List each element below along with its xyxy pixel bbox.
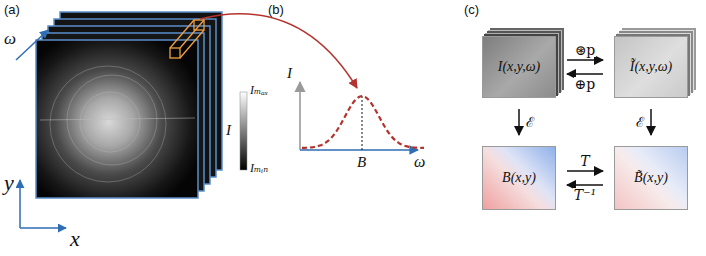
gaussian-curve: [302, 96, 424, 148]
intensity-axis: [299, 82, 301, 150]
axis-label: I: [226, 123, 231, 138]
axis-label: Iₘᵢₙ: [250, 162, 268, 174]
y-axis-arrow: [19, 180, 21, 228]
panel-label: (a): [4, 3, 20, 16]
transform-arrow: [650, 109, 652, 135]
front-frame: [36, 40, 198, 198]
transform-arrow: [567, 59, 603, 61]
box-label: B̃(x,y): [634, 170, 668, 186]
panel-label: (c): [464, 3, 479, 16]
panel-label: (b): [268, 3, 284, 16]
speckle-rings: [40, 66, 195, 182]
transform-arrow: [518, 109, 520, 135]
pixel-to-spectrum-arrow: [200, 14, 357, 88]
operator-label: T⁻¹: [573, 188, 597, 202]
image-box: Ĩ(x,y,ω): [614, 36, 688, 98]
transform-arrow: [567, 184, 603, 186]
frequency-axis: [300, 149, 418, 151]
operator-label: T: [579, 154, 590, 168]
image-box: I(x,y,ω): [482, 36, 556, 98]
operator-label: ⊕p: [574, 77, 597, 91]
axis-label: B: [357, 155, 366, 170]
box-label: B(x,y): [502, 170, 536, 186]
axis-label: x: [70, 228, 80, 250]
peak-marker: [362, 96, 363, 150]
axis-label: I: [287, 66, 292, 81]
box-label: Ĩ(x,y,ω): [630, 59, 673, 75]
axis-label: ω: [4, 30, 16, 47]
axis-label: ω: [414, 154, 425, 170]
axis-label: y: [4, 172, 14, 194]
box-label: I(x,y,ω): [498, 59, 541, 75]
operator-label: ⊛p: [574, 43, 597, 57]
operator-label: ℰ: [635, 115, 645, 129]
image-stack: [36, 12, 222, 198]
transform-arrow: [567, 170, 603, 172]
omega-axis-arrow: [16, 30, 48, 60]
operator-label: ℰ: [525, 115, 535, 129]
x-axis-arrow: [20, 227, 66, 229]
axis-label: Iₘₐₓ: [250, 84, 268, 96]
transform-arrow: [567, 73, 603, 75]
colorbar: [240, 92, 247, 170]
image-box: B̃(x,y): [614, 146, 688, 210]
image-box: B(x,y): [482, 146, 556, 210]
pixel-column: [170, 20, 204, 58]
